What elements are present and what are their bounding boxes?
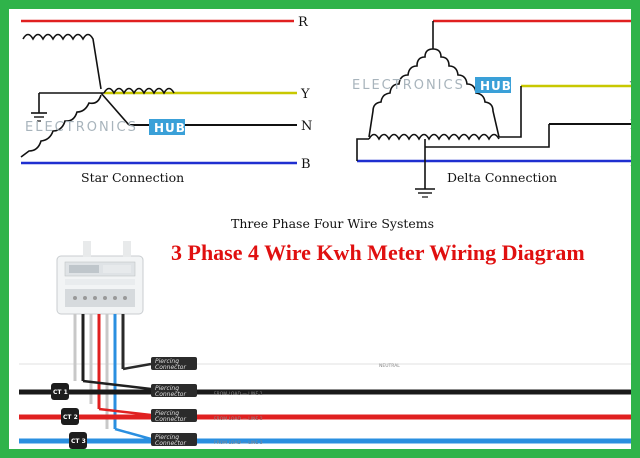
delta-caption: Delta Connection — [447, 170, 557, 185]
star-coil-middle — [103, 87, 175, 95]
svg-text:Piercing: Piercing — [155, 434, 179, 441]
svg-text:FROM LOAD — LINE 2: FROM LOAD — LINE 2 — [214, 416, 263, 422]
svg-text:CT 1: CT 1 — [53, 389, 68, 396]
current-transformer: CT 2 — [61, 408, 79, 425]
systems-subtitle: Three Phase Four Wire Systems — [231, 216, 434, 231]
svg-text:Piercing: Piercing — [155, 385, 179, 392]
delta-coil-right — [432, 48, 500, 138]
delta-label-y: Y — [629, 80, 639, 95]
svg-text:Connector: Connector — [155, 416, 186, 423]
svg-text:Piercing: Piercing — [155, 358, 179, 365]
delta-label-r: R — [633, 15, 640, 30]
delta-coil-left — [368, 48, 434, 138]
star-label-b: B — [301, 157, 311, 172]
piercing-connector: Piercing Connector — [151, 433, 197, 447]
delta-label-n: N — [630, 118, 640, 133]
watermark-box-right — [475, 77, 511, 93]
watermark-box-text-right: HUB — [480, 79, 512, 93]
svg-text:Connector: Connector — [155, 391, 186, 398]
wiring-diagram: R Y N B Star Connection ELECTRONICS HUB … — [19, 15, 640, 449]
piercing-connector: Piercing Connector — [151, 384, 197, 398]
svg-text:Connector: Connector — [155, 440, 186, 447]
watermark-text-right: ELECTRONICS — [352, 78, 465, 93]
svg-text:FROM LOAD — LINE 3: FROM LOAD — LINE 3 — [214, 440, 263, 446]
star-label-r: R — [298, 15, 309, 30]
star-caption: Star Connection — [81, 170, 184, 185]
svg-text:Piercing: Piercing — [155, 410, 179, 417]
watermark-box-text-left: HUB — [154, 121, 186, 135]
star-coil-top — [22, 33, 102, 90]
star-label-y: Y — [300, 87, 310, 102]
star-coil-bottom — [20, 94, 102, 158]
star-label-n: N — [301, 119, 312, 134]
delta-connection: R Y N B Delta Connection ELECTRONICS HUB — [352, 15, 640, 198]
svg-text:FROM LOAD — LINE 1: FROM LOAD — LINE 1 — [214, 391, 263, 397]
svg-text:CT 3: CT 3 — [71, 438, 86, 445]
svg-text:NEUTRAL: NEUTRAL — [379, 363, 400, 369]
watermark-text-left: ELECTRONICS — [25, 120, 138, 135]
delta-coil-bottom — [368, 133, 500, 141]
current-transformer: CT 3 — [69, 432, 87, 449]
current-transformer: CT 1 — [51, 383, 69, 400]
delta-label-b: B — [630, 155, 640, 170]
piercing-connector: Piercing Connector — [151, 409, 197, 423]
svg-text:Connector: Connector — [155, 364, 186, 371]
star-connection: R Y N B Star Connection ELECTRONICS HUB — [20, 15, 312, 185]
page-title: 3 Phase 4 Wire Kwh Meter Wiring Diagram — [171, 240, 585, 265]
piercing-connector: Piercing Connector — [151, 357, 197, 371]
svg-text:CT 2: CT 2 — [63, 414, 78, 421]
meter-wiring: NEUTRAL FROM LOAD — LINE 1 — [19, 241, 631, 449]
watermark-box-left — [149, 119, 185, 135]
